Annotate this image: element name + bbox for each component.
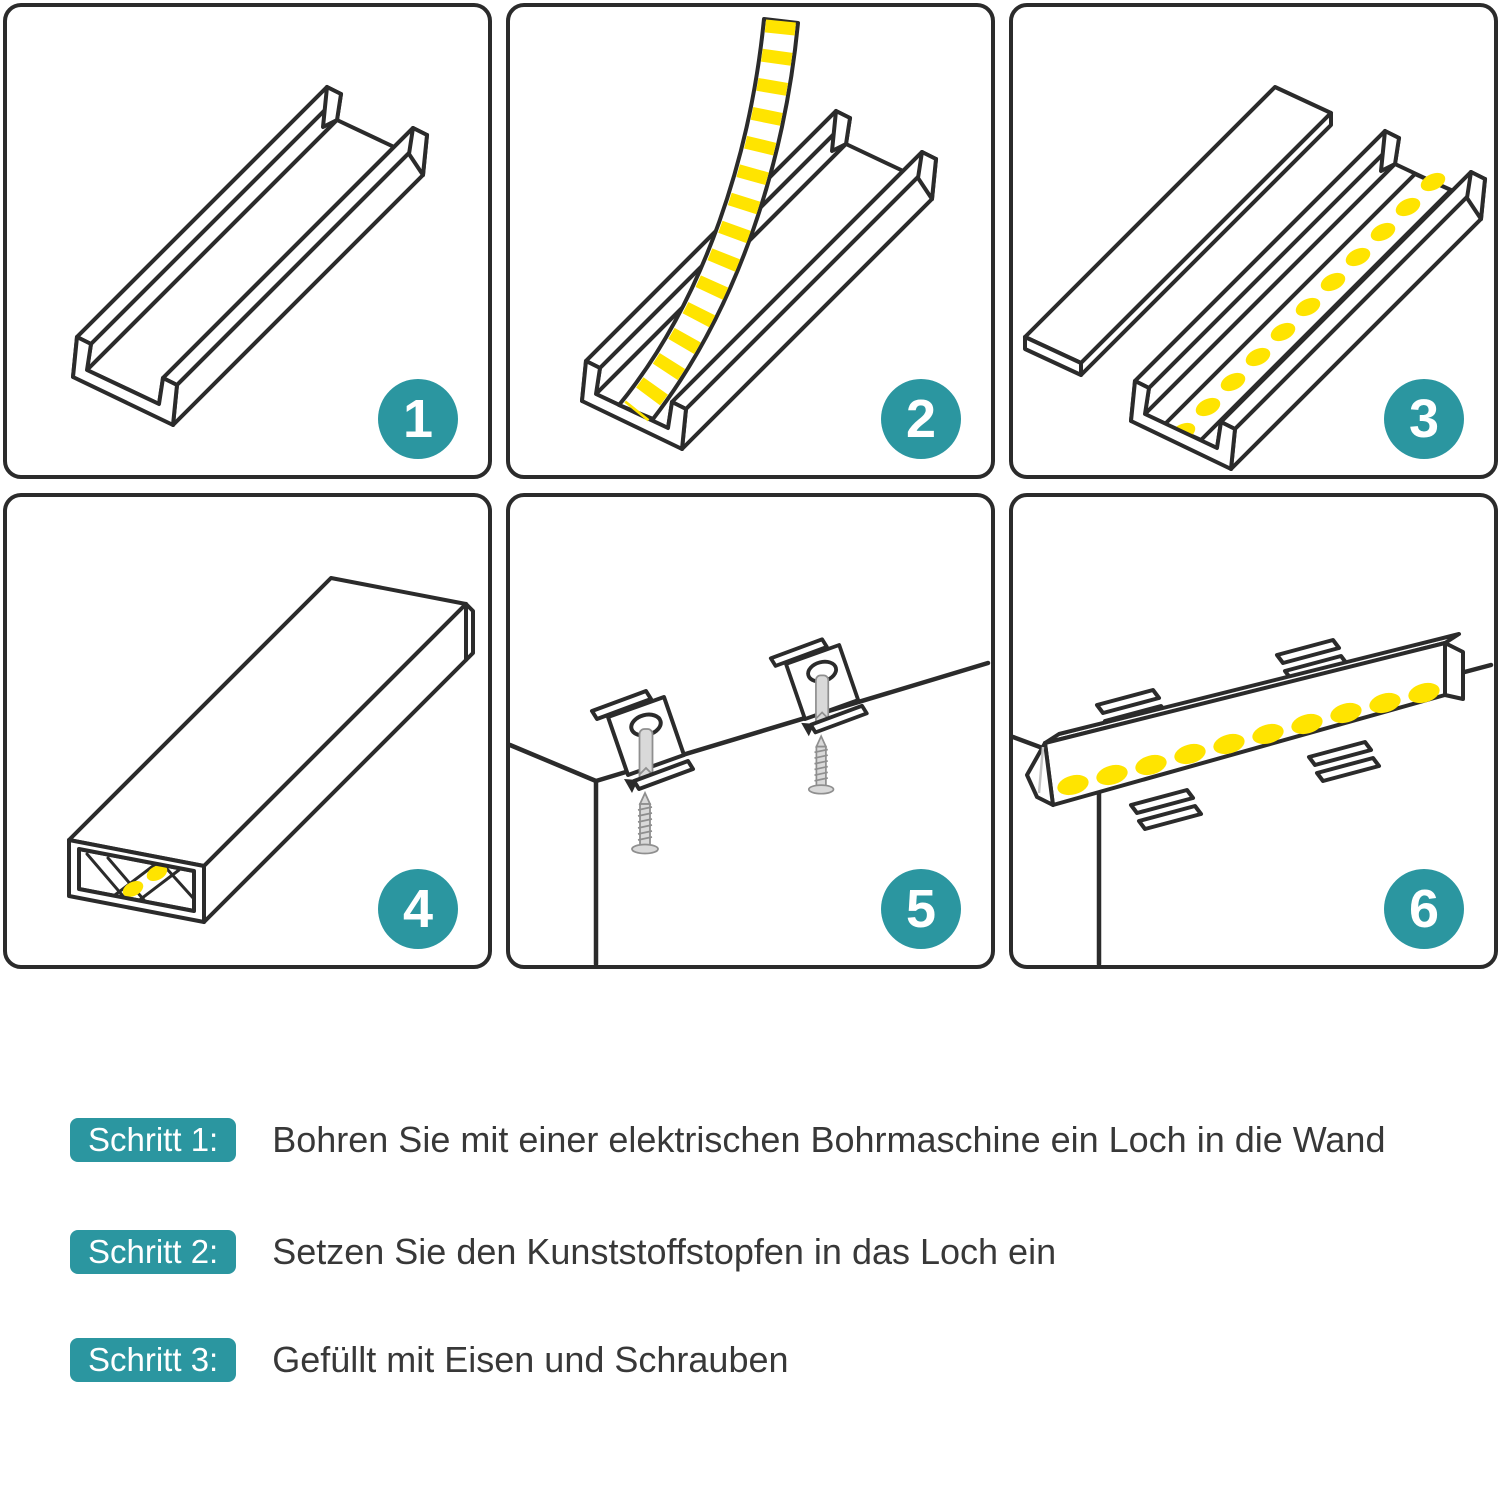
channel-with-strip-and-cover-illustration bbox=[1023, 85, 1487, 471]
step-2-badge: Schritt 2: bbox=[70, 1230, 237, 1274]
step-number-badge: 3 bbox=[1384, 379, 1464, 459]
step-number-badge: 6 bbox=[1384, 869, 1464, 949]
step-panel-4: 4 bbox=[3, 493, 492, 969]
step-number: 6 bbox=[1408, 879, 1440, 939]
u-channel-profile-illustration bbox=[71, 85, 429, 427]
instruction-line-3: Schritt 3: Gefüllt mit Eisen und Schraub… bbox=[70, 1338, 789, 1382]
step-number-badge: 2 bbox=[881, 379, 961, 459]
step-1-text: Bohren Sie mit einer elektrischen Bohrma… bbox=[272, 1119, 1386, 1160]
step-3-badge: Schritt 3: bbox=[70, 1338, 237, 1382]
step-1-badge: Schritt 1: bbox=[70, 1118, 237, 1162]
step-number: 3 bbox=[1408, 389, 1440, 449]
step-panel-6: 6 bbox=[1009, 493, 1498, 969]
step-panel-3: 3 bbox=[1009, 3, 1498, 479]
instruction-line-2: Schritt 2: Setzen Sie den Kunststoffstop… bbox=[70, 1230, 1056, 1274]
step-number-badge: 4 bbox=[378, 869, 458, 949]
steps-grid: 1 2 bbox=[3, 3, 1498, 969]
step-number: 2 bbox=[905, 389, 937, 449]
step-panel-1: 1 bbox=[3, 3, 492, 479]
step-panel-2: 2 bbox=[506, 3, 995, 479]
step-3-text: Gefüllt mit Eisen und Schrauben bbox=[272, 1339, 789, 1380]
step-2-text: Setzen Sie den Kunststoffstopfen in das … bbox=[272, 1231, 1057, 1272]
instruction-line-1: Schritt 1: Bohren Sie mit einer elektris… bbox=[70, 1118, 1385, 1162]
step-number: 1 bbox=[402, 389, 434, 449]
step-panel-5: 5 bbox=[506, 493, 995, 969]
instructions-section: Schritt 1: Bohren Sie mit einer elektris… bbox=[0, 968, 1500, 1500]
ceiling-clips-anchors-screws-illustration bbox=[510, 637, 991, 965]
step-number: 5 bbox=[905, 879, 937, 939]
led-strip-into-channel-illustration bbox=[580, 17, 938, 451]
step-number-badge: 1 bbox=[378, 379, 458, 459]
mounted-profile-with-clips-illustration bbox=[1013, 632, 1494, 965]
closed-profile-illustration bbox=[67, 576, 475, 924]
step-number-badge: 5 bbox=[881, 869, 961, 949]
step-number: 4 bbox=[402, 879, 434, 939]
